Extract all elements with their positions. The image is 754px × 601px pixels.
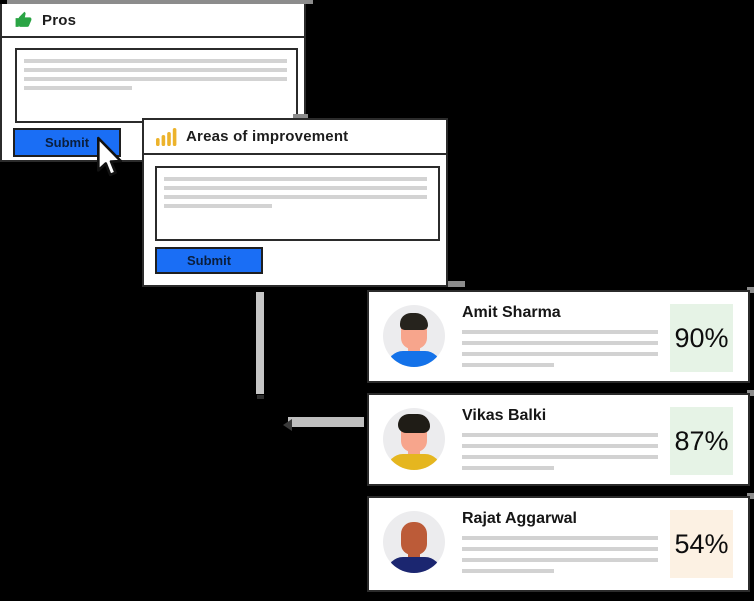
detail-line xyxy=(462,352,658,356)
avatar-shirt xyxy=(387,557,441,573)
avatar xyxy=(383,408,445,470)
card-shadow xyxy=(747,493,754,499)
avatar-hair xyxy=(398,414,430,433)
reviewer-name: Rajat Aggarwal xyxy=(462,510,577,527)
pros-card-header: Pros xyxy=(2,4,304,38)
connector-arrow-down xyxy=(257,395,264,399)
card-shadow xyxy=(448,281,465,287)
placeholder-line xyxy=(164,195,427,199)
improvement-card-title: Areas of improvement xyxy=(186,128,349,145)
score-badge: 54% xyxy=(670,510,733,578)
card-shadow xyxy=(747,287,754,293)
avatar-hair xyxy=(400,313,428,330)
score-badge: 87% xyxy=(670,407,733,475)
detail-line xyxy=(462,558,658,562)
avatar xyxy=(383,305,445,367)
placeholder-line xyxy=(24,86,132,90)
detail-line xyxy=(462,341,658,345)
thumbs-up-icon xyxy=(14,11,33,30)
detail-line xyxy=(462,444,658,448)
connector-horizontal-line xyxy=(288,417,364,427)
card-shadow xyxy=(293,114,308,118)
cursor-pointer-icon xyxy=(96,136,127,188)
reviewer-card-rajat-aggarwal[interactable]: Rajat Aggarwal 54% xyxy=(367,496,750,592)
avatar xyxy=(383,511,445,573)
reviewer-name: Vikas Balki xyxy=(462,407,547,424)
detail-line xyxy=(462,455,658,459)
placeholder-line xyxy=(24,59,287,63)
bar-chart-icon xyxy=(156,127,177,146)
detail-line xyxy=(462,536,658,540)
pros-textarea[interactable] xyxy=(15,48,298,123)
connector-vertical-line xyxy=(256,292,264,394)
card-shadow xyxy=(747,390,754,396)
pros-card-title: Pros xyxy=(42,11,77,29)
improvement-textarea[interactable] xyxy=(155,166,440,241)
placeholder-line xyxy=(164,186,427,190)
connector-arrow-left xyxy=(283,419,292,431)
reviewer-name: Amit Sharma xyxy=(462,304,561,321)
detail-line xyxy=(462,330,658,334)
avatar-hair xyxy=(400,519,428,536)
detail-line xyxy=(462,466,554,470)
avatar-shirt xyxy=(387,351,441,367)
score-badge: 90% xyxy=(670,304,733,372)
placeholder-line xyxy=(24,77,287,81)
placeholder-line xyxy=(24,68,287,72)
detail-line xyxy=(462,547,658,551)
detail-line xyxy=(462,569,554,573)
improvement-submit-button[interactable]: Submit xyxy=(155,247,263,274)
avatar-shirt xyxy=(387,454,441,470)
reviewer-card-vikas-balki[interactable]: Vikas Balki 87% xyxy=(367,393,750,486)
improvement-card-header: Areas of improvement xyxy=(144,120,446,155)
detail-line xyxy=(462,433,658,437)
reviewer-card-amit-sharma[interactable]: Amit Sharma 90% xyxy=(367,290,750,383)
card-shadow xyxy=(7,0,313,4)
placeholder-line xyxy=(164,204,272,208)
placeholder-line xyxy=(164,177,427,181)
detail-line xyxy=(462,363,554,367)
improvement-card: Areas of improvement Submit xyxy=(142,118,448,287)
